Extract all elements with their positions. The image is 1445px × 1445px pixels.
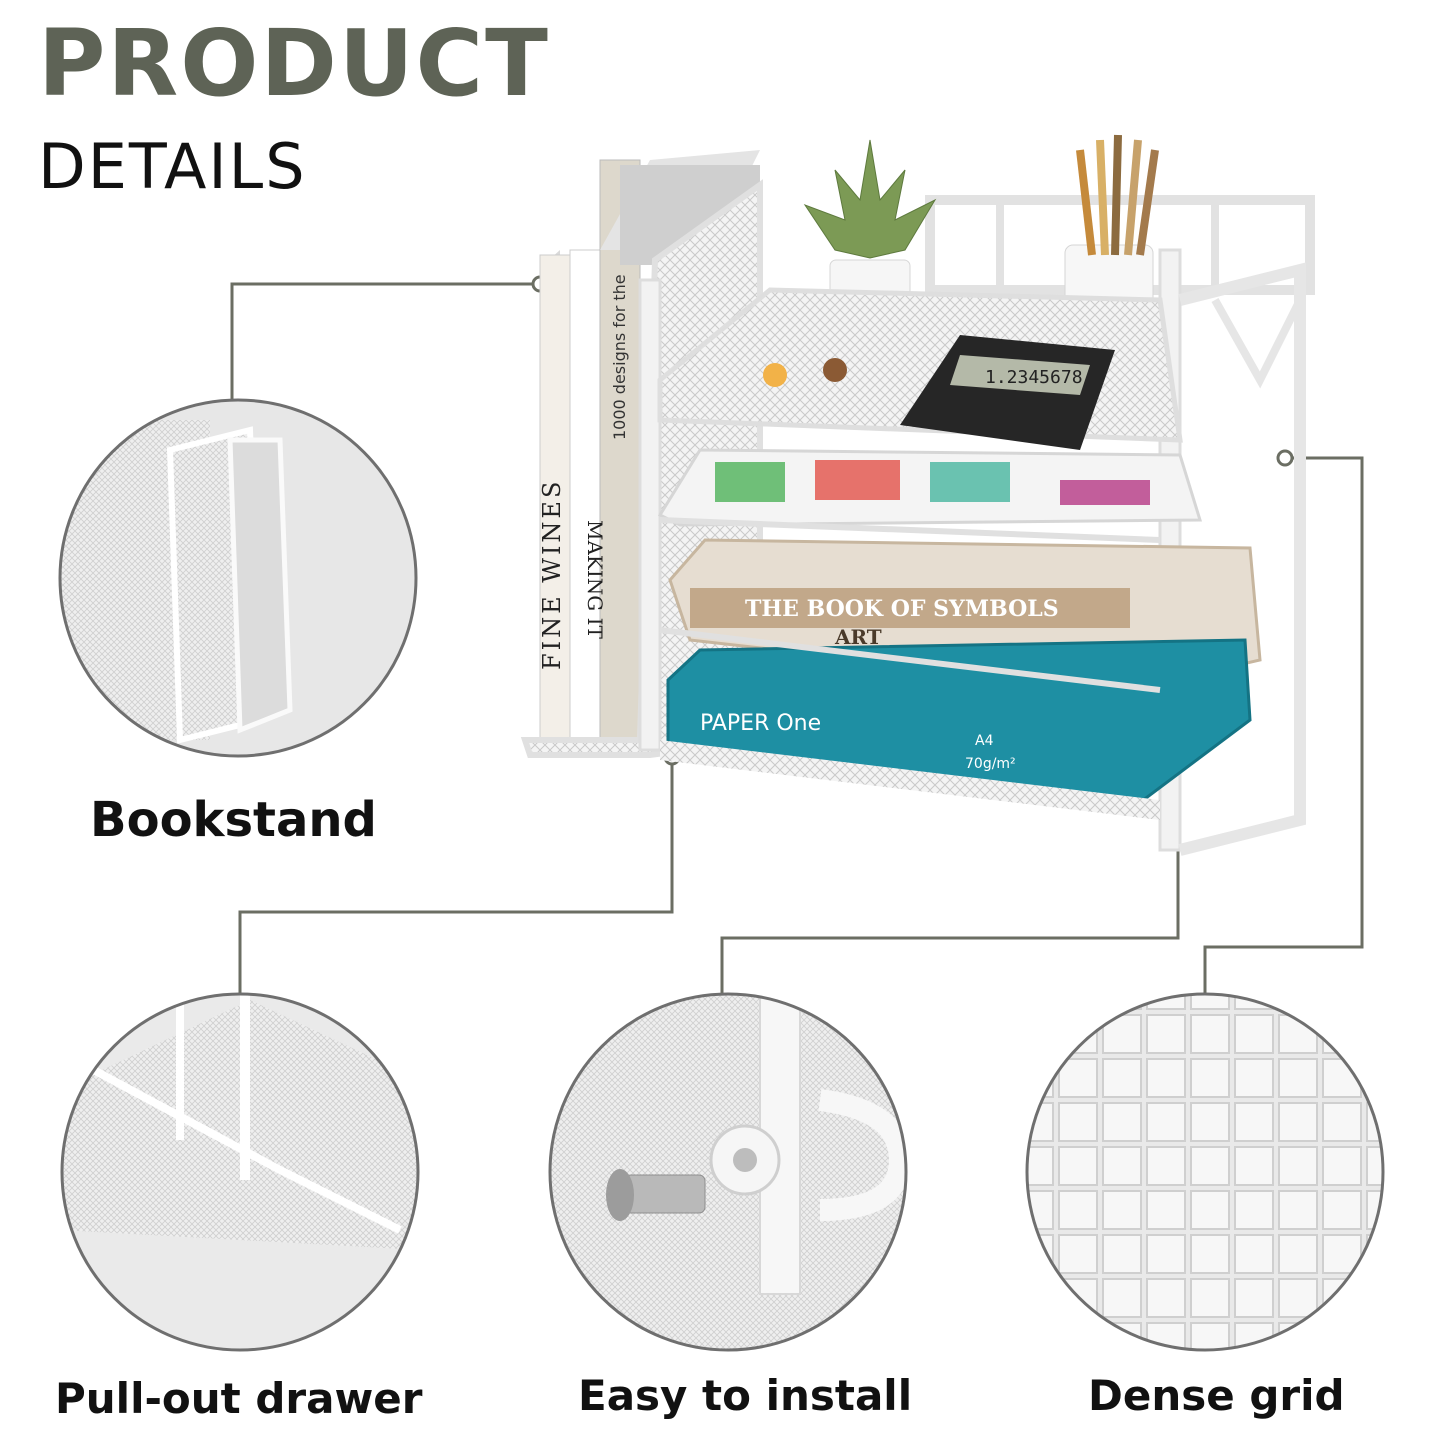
connector-drawer: [238, 757, 674, 995]
paper-size: A4: [975, 733, 994, 749]
book-art: ART: [834, 625, 882, 649]
connector-grid: [1203, 456, 1364, 995]
detail-circle-bookstand: [58, 398, 418, 758]
caption-dense-grid: Dense grid: [1088, 1371, 1345, 1420]
book-spine-1000-designs: 1000 designs for the: [610, 274, 629, 440]
calculator-display: 1.2345678: [985, 367, 1083, 388]
calculator: 1.2345678: [900, 335, 1115, 450]
caption-pull-out-drawer: Pull-out drawer: [55, 1374, 423, 1423]
product-organizer: 1.2345678 THE BOOK OF SYMBOLS ART PAPER …: [520, 134, 1315, 856]
book-symbols-title: THE BOOK OF SYMBOLS: [745, 596, 1059, 622]
detail-circle-drawer: [60, 992, 420, 1352]
page-title: PRODUCT: [38, 10, 550, 117]
paper-brand: PAPER One: [700, 711, 821, 736]
caption-easy-to-install: Easy to install: [578, 1371, 913, 1420]
book-spine-fine-wines: FINE WINES: [538, 479, 566, 670]
paper-weight: 70g/m²: [965, 756, 1016, 772]
caption-bookstand: Bookstand: [90, 792, 377, 848]
detail-circle-grid: [1025, 992, 1385, 1352]
connector-bookstand: [230, 282, 540, 400]
detail-circle-install: [548, 992, 908, 1352]
book-spine-making-it: MAKING IT: [583, 520, 607, 639]
page-subtitle: DETAILS: [38, 130, 307, 203]
